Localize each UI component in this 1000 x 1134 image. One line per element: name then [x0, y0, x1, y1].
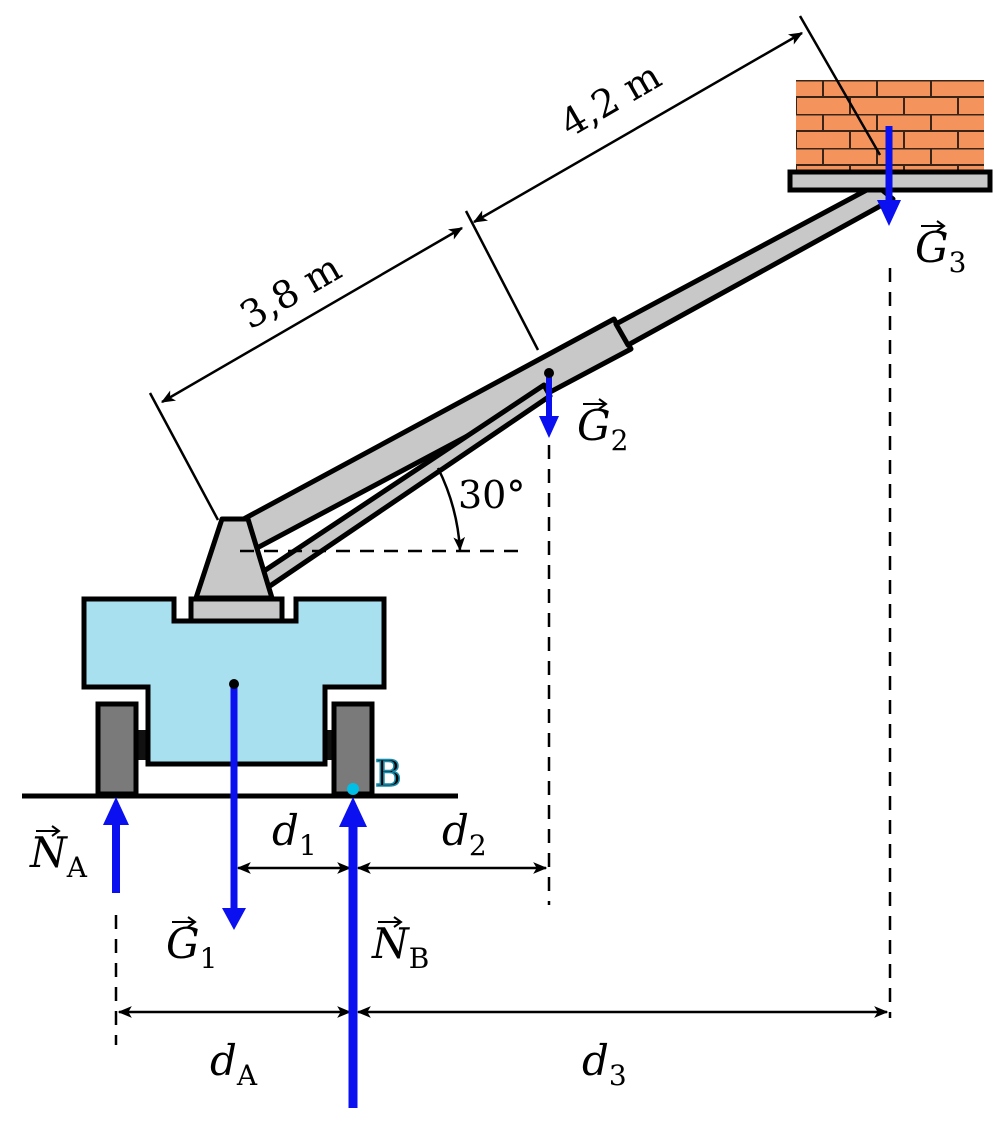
d3-index: 3 — [609, 1059, 627, 1092]
force-g3-arrow-head — [877, 200, 901, 226]
force-na-arrow-head — [103, 797, 129, 825]
da-label: dA — [210, 1036, 258, 1092]
force-nb-arrow-head — [339, 797, 367, 827]
g1-label-index: 1 — [200, 942, 218, 975]
point-b-label: B — [375, 754, 401, 795]
g3-label: G3 — [915, 220, 966, 279]
da-index: A — [236, 1059, 258, 1092]
g2-label-text: G2 — [577, 401, 628, 457]
nb-label: NB — [371, 916, 429, 975]
force-g2-arrow — [539, 375, 559, 438]
g1-label-vector-arrow — [172, 916, 197, 928]
nb-label-text: NB — [371, 919, 429, 975]
g1-label: G1 — [166, 916, 217, 975]
boom-upper-section — [613, 182, 896, 348]
g1-application-point — [229, 679, 239, 689]
d1-index: 1 — [299, 829, 317, 862]
dimension-lower-boom — [160, 226, 464, 404]
length-lower-label: 3,8 m — [233, 245, 349, 337]
length-upper-label: 4,2 m — [553, 53, 669, 145]
g2-label-symbol: G — [577, 401, 611, 450]
wheel-left — [95, 701, 139, 797]
force-g1-arrow — [222, 686, 246, 930]
d2-label: d2 — [442, 806, 487, 862]
point-b-dot — [347, 783, 359, 795]
dimension-upper-boom — [472, 31, 804, 224]
d1-symbol: d — [272, 806, 299, 855]
nb-label-vector-arrow — [378, 916, 403, 928]
na-label-vector-arrow — [36, 825, 61, 837]
wheel-right — [331, 701, 375, 797]
g2-application-point — [544, 368, 554, 378]
force-vectors — [103, 126, 901, 1108]
d3-label: d3 — [582, 1036, 627, 1092]
force-na-arrow — [103, 797, 129, 893]
g3-label-vector-arrow — [921, 220, 946, 232]
nb-label-symbol: N — [371, 919, 410, 968]
g1-label-symbol: G — [166, 919, 200, 968]
g2-label: G2 — [577, 398, 628, 457]
extension-line-base — [148, 392, 220, 521]
na-label: NA — [29, 825, 88, 884]
extension-line-tip — [798, 15, 882, 156]
g3-label-text: G3 — [915, 223, 966, 279]
force-g3-arrow — [877, 126, 901, 226]
boom-lower-section — [237, 316, 634, 552]
na-label-text: NA — [29, 828, 88, 884]
nb-label-index: B — [409, 942, 430, 975]
force-nb-arrow — [339, 797, 367, 1108]
g1-label-text: G1 — [166, 919, 217, 975]
g3-label-index: 3 — [949, 246, 967, 279]
turret-column — [193, 516, 275, 601]
g3-label-symbol: G — [915, 223, 949, 272]
force-g1-arrow-head — [222, 908, 246, 930]
d2-index: 2 — [469, 829, 487, 862]
turret-plate — [188, 596, 285, 624]
g2-label-index: 2 — [611, 424, 629, 457]
d3-symbol: d — [582, 1036, 609, 1085]
angle-arc — [436, 467, 466, 552]
na-label-symbol: N — [29, 828, 68, 877]
extension-line-mid — [464, 210, 540, 351]
da-symbol: d — [210, 1036, 237, 1085]
na-label-index: A — [66, 851, 88, 884]
d2-symbol: d — [442, 806, 469, 855]
d1-label: d1 — [272, 806, 317, 862]
g2-label-vector-arrow — [583, 398, 608, 410]
angle-label: 30° — [458, 473, 525, 517]
force-g2-arrow-head — [539, 416, 559, 438]
